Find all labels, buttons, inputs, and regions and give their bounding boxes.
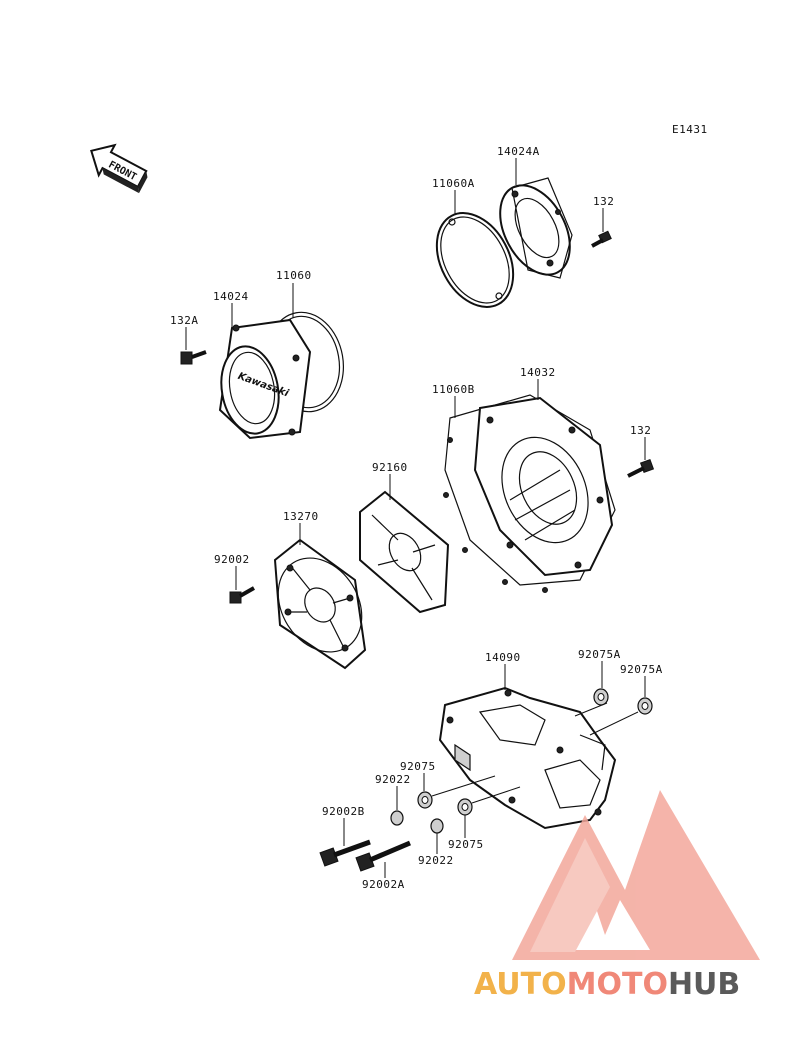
- label-11060b: 11060B: [432, 383, 475, 396]
- label-14090: 14090: [485, 651, 521, 664]
- label-92002: 92002: [214, 553, 250, 566]
- collar-92022-2: [430, 818, 444, 834]
- bolt-132-mid: [627, 458, 655, 478]
- bolt-92002a: [355, 840, 411, 872]
- label-92002b: 92002B: [322, 805, 365, 818]
- label-14024: 14024: [213, 290, 249, 303]
- collar-92022-1: [390, 810, 404, 826]
- label-92075-2: 92075: [448, 838, 484, 851]
- grommet-92075a-2: [637, 697, 653, 715]
- label-132a: 132A: [170, 314, 199, 327]
- label-11060: 11060: [276, 269, 312, 282]
- label-132-mid: 132: [630, 424, 651, 437]
- label-92022-1: 92022: [375, 773, 411, 786]
- label-92075-1: 92075: [400, 760, 436, 773]
- bolt-92002: [229, 586, 255, 604]
- label-14024a: 14024A: [497, 145, 540, 158]
- bolt-132-top: [591, 230, 612, 248]
- automotohub-watermark-logo: [512, 790, 760, 960]
- bolt-132a: [180, 350, 207, 365]
- cover-14090: [438, 686, 617, 830]
- watermark-auto: AUTOMOTOHUB: [474, 967, 740, 1002]
- label-132-top: 132: [593, 195, 614, 208]
- label-92002a: 92002A: [362, 878, 405, 891]
- label-92022-2: 92022: [418, 854, 454, 867]
- label-13270: 13270: [283, 510, 319, 523]
- plate-92160: [359, 490, 450, 614]
- label-92075a-1: 92075A: [578, 648, 621, 661]
- label-92075a-2: 92075A: [620, 663, 663, 676]
- cover-14024: Kawasaki: [218, 318, 312, 440]
- label-92160: 92160: [372, 461, 408, 474]
- grommet-92075-2: [457, 798, 473, 816]
- bolt-92002b: [319, 839, 371, 867]
- grommet-92075-1: [417, 791, 433, 809]
- grommet-92075a-1: [593, 688, 609, 706]
- gasket-11060a: [435, 212, 515, 308]
- cover-14024a: [499, 177, 573, 279]
- label-11060a: 11060A: [432, 177, 475, 190]
- label-14032: 14032: [520, 366, 556, 379]
- diagram-code: E1431: [672, 123, 708, 136]
- cover-14032: [473, 396, 614, 577]
- front-arrow-icon: FRONT: [90, 143, 148, 194]
